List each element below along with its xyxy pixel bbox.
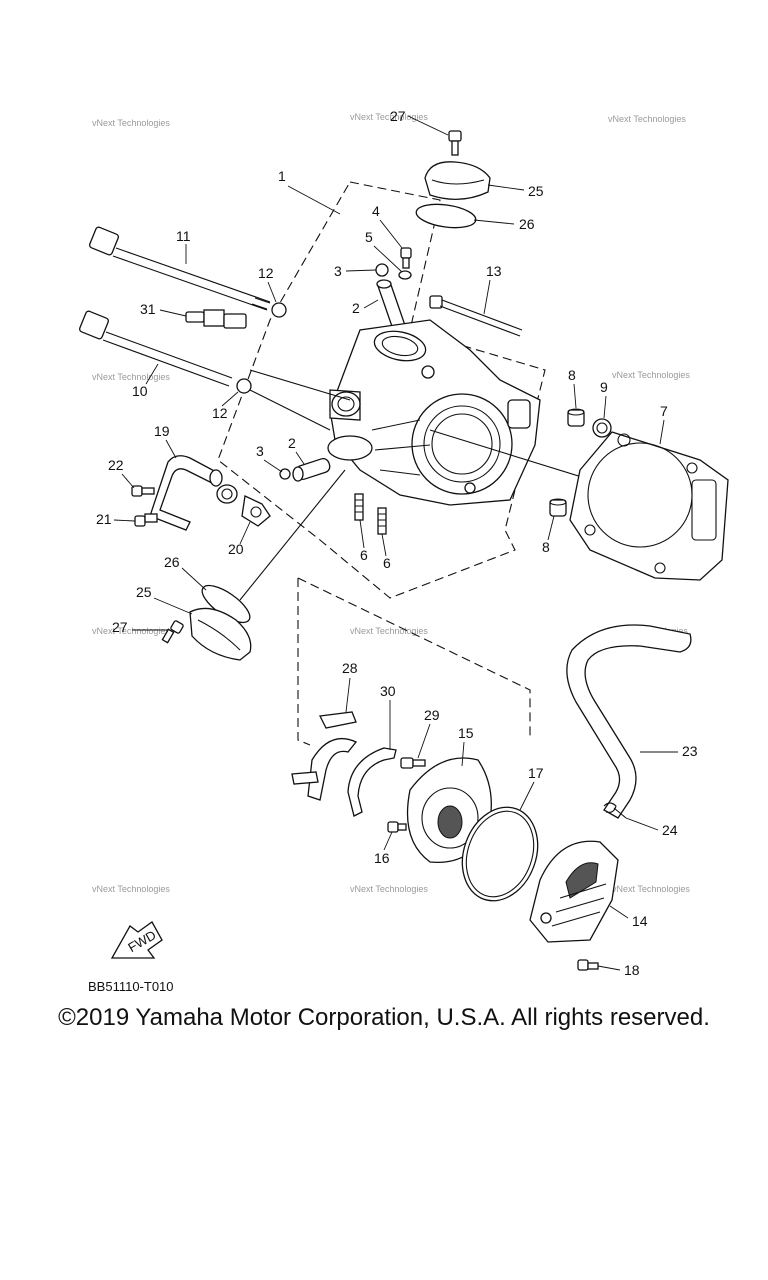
- centerline: [249, 369, 351, 401]
- watermark: vNext Technologies: [612, 884, 690, 894]
- centerline: [249, 389, 331, 431]
- part-27-bolt-lower: [161, 620, 184, 644]
- callout-11: 11: [176, 228, 191, 244]
- callout-14: 14: [632, 913, 648, 929]
- callout-18: 18: [624, 962, 640, 978]
- part-25-cap-lower: [189, 607, 252, 661]
- part-20-fitting: [216, 484, 238, 504]
- fwd-arrow-icon: FWD: [110, 921, 163, 959]
- part-8-dowel: [567, 408, 585, 427]
- callout-9: 9: [600, 379, 608, 395]
- callout-26: 26: [519, 216, 535, 232]
- watermark: vNext Technologies: [92, 372, 170, 382]
- part-28-bracket: [291, 711, 358, 801]
- part-17-o-ring: [461, 806, 539, 902]
- watermark: vNext Technologies: [350, 112, 428, 122]
- callout-6: 6: [383, 555, 391, 571]
- part-6-stud: [377, 507, 387, 535]
- callout-26: 26: [164, 554, 180, 570]
- part-25-cap-top: [424, 161, 491, 200]
- centerline: [239, 469, 346, 601]
- callout-27: 27: [390, 108, 406, 124]
- part-22-bolt: [131, 485, 155, 497]
- callout-25: 25: [136, 584, 152, 600]
- callout-31: 31: [140, 301, 156, 317]
- callout-3: 3: [334, 263, 342, 279]
- callout-1: 1: [278, 168, 286, 184]
- part-30-bracket: [347, 747, 397, 817]
- callout-25: 25: [528, 183, 544, 199]
- part-19-bracket: [149, 455, 223, 531]
- part-9-o-ring: [592, 418, 612, 438]
- callout-12: 12: [212, 405, 228, 421]
- part-27-bolt-top: [448, 130, 462, 156]
- part-3-o-ring-lower: [279, 468, 291, 480]
- part-16-bolt: [387, 821, 407, 833]
- watermarks: vNext Technologies vNext Technologies vN…: [92, 112, 690, 894]
- part-29-bolt: [400, 757, 426, 769]
- part-31-spark-plug: [185, 309, 247, 329]
- callout-10: 10: [132, 383, 148, 399]
- part-4-bolt: [400, 247, 412, 269]
- part-18-bolt: [577, 959, 599, 971]
- callout-2: 2: [288, 435, 296, 451]
- callouts: 1 27 25 26 4 5 3 2 11 12 31 13 10 12 8 9…: [96, 108, 698, 978]
- callout-27: 27: [112, 619, 128, 635]
- part-7-head-gasket: [569, 431, 729, 581]
- watermark: vNext Technologies: [92, 626, 170, 636]
- callout-2: 2: [352, 300, 360, 316]
- part-24-clip: [603, 802, 627, 819]
- callout-22: 22: [108, 457, 124, 473]
- part-12-washer: [271, 302, 287, 318]
- callout-20: 20: [228, 541, 244, 557]
- part-23-hose: [566, 624, 692, 819]
- callout-12: 12: [258, 265, 274, 281]
- callout-3: 3: [256, 443, 264, 459]
- watermark: vNext Technologies: [350, 884, 428, 894]
- part-20-gasket: [241, 495, 271, 527]
- callout-21: 21: [96, 511, 112, 527]
- part-13-stud: [429, 295, 523, 337]
- part-2-dowel-lower: [292, 457, 331, 482]
- watermark: vNext Technologies: [92, 118, 170, 128]
- copyright-notice: ©2019 Yamaha Motor Corporation, U.S.A. A…: [58, 1004, 710, 1031]
- callout-19: 19: [154, 423, 170, 439]
- callout-28: 28: [342, 660, 358, 676]
- callout-8: 8: [568, 367, 576, 383]
- part-14-cover: [529, 840, 619, 943]
- callout-23: 23: [682, 743, 698, 759]
- cylinder-head-body: [327, 319, 541, 506]
- part-26-gasket-top: [415, 203, 477, 229]
- assembly-outline: [217, 181, 546, 746]
- diagram-code: BB51110-T010: [88, 979, 174, 994]
- part-5-washer: [398, 270, 412, 280]
- callout-24: 24: [662, 822, 678, 838]
- watermark: vNext Technologies: [92, 884, 170, 894]
- callout-6: 6: [360, 547, 368, 563]
- callout-17: 17: [528, 765, 544, 781]
- part-8-dowel: [549, 498, 567, 517]
- watermark: vNext Technologies: [350, 626, 428, 636]
- callout-5: 5: [365, 229, 373, 245]
- part-6-stud: [354, 493, 364, 521]
- callout-16: 16: [374, 850, 390, 866]
- callout-4: 4: [372, 203, 380, 219]
- part-17-o-ring-inner: [465, 810, 535, 898]
- callout-7: 7: [660, 403, 668, 419]
- callout-30: 30: [380, 683, 396, 699]
- callout-13: 13: [486, 263, 502, 279]
- part-10-stud-bolt: [79, 310, 233, 387]
- part-21-bolt: [134, 513, 158, 527]
- callout-8: 8: [542, 539, 550, 555]
- watermark: vNext Technologies: [612, 370, 690, 380]
- part-3-o-ring: [375, 263, 389, 277]
- callout-29: 29: [424, 707, 440, 723]
- callout-15: 15: [458, 725, 474, 741]
- watermark: vNext Technologies: [608, 114, 686, 124]
- part-11-stud-bolt: [89, 226, 271, 311]
- part-12-washer: [236, 378, 252, 394]
